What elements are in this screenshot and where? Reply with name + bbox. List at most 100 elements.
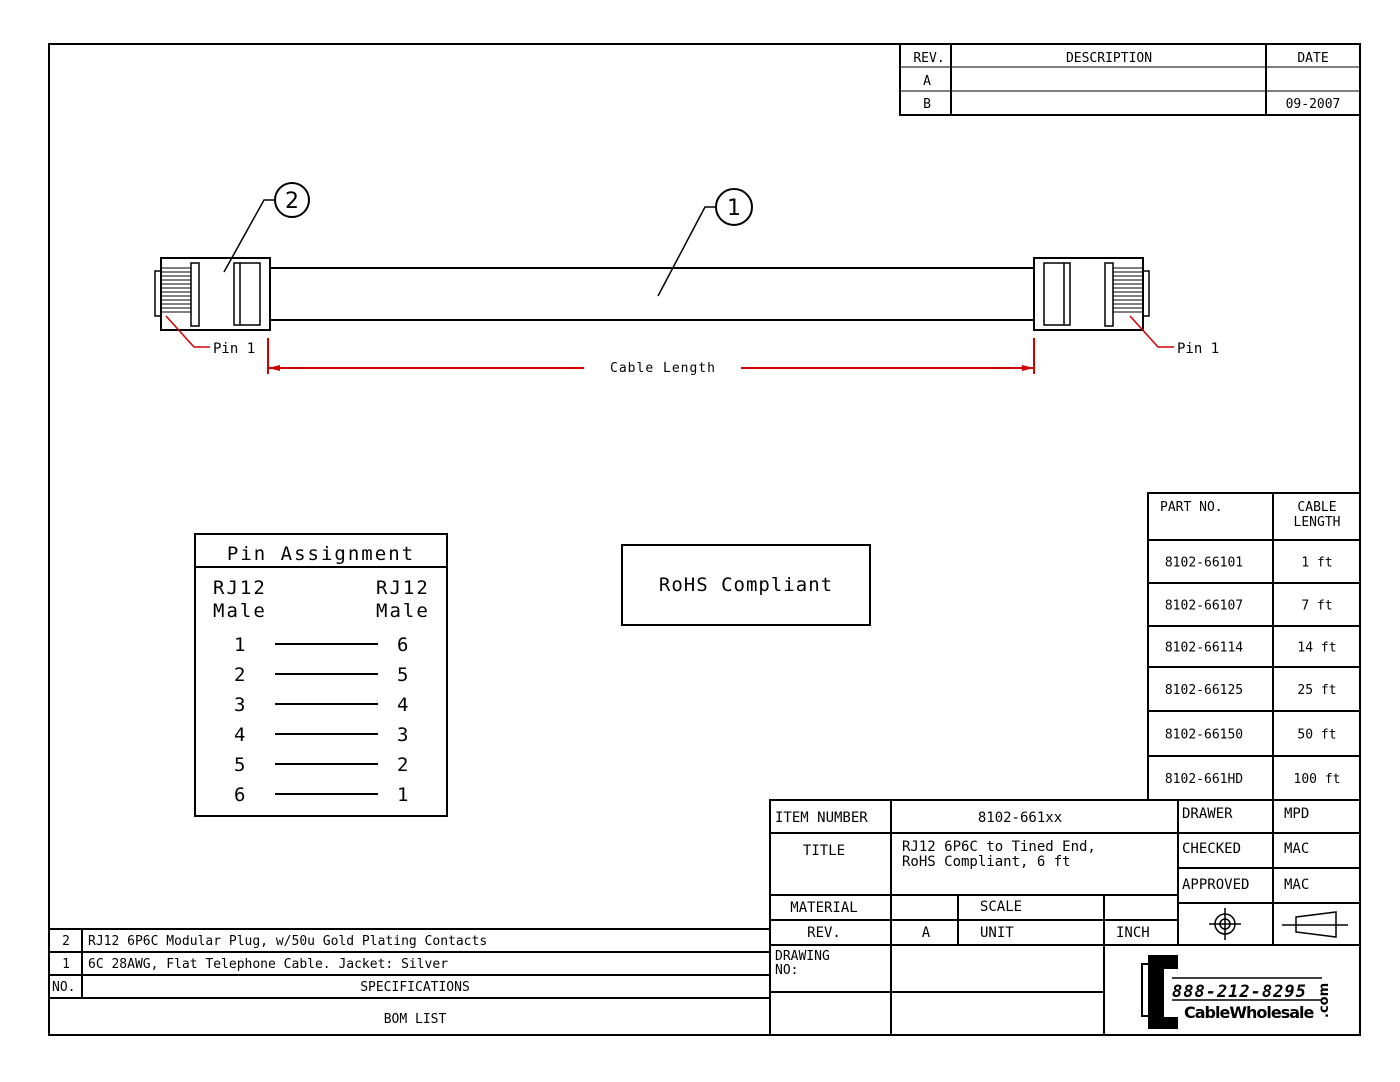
part-number: 8102-66150 (1165, 728, 1243, 743)
rev-b: B (923, 97, 931, 112)
rev-value: A (922, 925, 931, 941)
item-number-value: 8102-661xx (978, 810, 1062, 826)
logo-phone: 888-212-8295 (1172, 982, 1307, 1002)
right-pin-number: 5 (397, 664, 410, 686)
rohs-label: RoHS Compliant (659, 574, 833, 596)
bom-row-1-spec: 6C 28AWG, Flat Telephone Cable. Jacket: … (88, 957, 448, 972)
part-number: 8102-66125 (1165, 683, 1243, 698)
length-header: LENGTH (1294, 515, 1341, 530)
approved-label: APPROVED (1182, 877, 1249, 893)
left-pin-number: 6 (234, 784, 247, 806)
drawing-no-label-2: NO: (775, 963, 798, 978)
title-label: TITLE (803, 843, 845, 859)
left-header-1: RJ12 (213, 577, 267, 599)
title-line-1: RJ12 6P6C to Tined End, (902, 839, 1096, 855)
parts-table-row: 8102-66125 25 ft (1165, 683, 1337, 698)
pin1-right-label: Pin 1 (1177, 341, 1219, 357)
drawing-no-label-1: DRAWING (775, 949, 830, 964)
projection-target-icon (1209, 908, 1241, 940)
rev-header: REV. (913, 51, 944, 66)
balloon-1 (715, 188, 753, 226)
balloon-2-label: 2 (285, 189, 299, 214)
right-pin-number: 1 (397, 784, 410, 806)
part-no-header: PART NO. (1160, 500, 1223, 515)
right-pin-number: 3 (397, 724, 410, 746)
right-pin-number: 4 (397, 694, 410, 716)
left-pin-number: 1 (234, 634, 247, 656)
cable-length: 25 ft (1297, 683, 1336, 698)
right-header-2: Male (376, 600, 430, 622)
part-number: 8102-66101 (1165, 556, 1243, 571)
part-number: 8102-661HD (1165, 772, 1243, 787)
scale-label: SCALE (980, 899, 1022, 915)
right-plug (1033, 257, 1150, 331)
parts-table-row: 8102-66150 50 ft (1165, 728, 1337, 743)
rev-b-date: 09-2007 (1286, 97, 1341, 112)
cable-drawing: 2 1 Pin 1 Pin 1 Cable Length (154, 182, 1219, 376)
left-header-2: Male (213, 600, 267, 622)
left-pin-number: 2 (234, 664, 247, 686)
right-pin-number: 6 (397, 634, 410, 656)
left-plug (154, 257, 271, 331)
checked-label: CHECKED (1182, 841, 1241, 857)
drawer-label: DRAWER (1182, 806, 1233, 822)
projection-cone-icon (1282, 911, 1348, 938)
cable-length-label: Cable Length (610, 361, 716, 376)
parts-table-row: 8102-66114 14 ft (1165, 641, 1337, 656)
bom-spec-header: SPECIFICATIONS (360, 980, 470, 995)
left-pin-number: 4 (234, 724, 247, 746)
left-pin-number: 5 (234, 754, 247, 776)
cable-length-dimension: Cable Length (267, 338, 1035, 376)
logo-name: CableWholesale (1184, 1003, 1315, 1022)
bom-row-2-no: 2 (62, 934, 70, 949)
pin-assignment-title: Pin Assignment (227, 543, 415, 565)
unit-value: INCH (1116, 925, 1150, 941)
approved-value: MAC (1284, 877, 1309, 893)
balloon-1-label: 1 (727, 196, 741, 221)
cable-length: 1 ft (1301, 556, 1332, 571)
cable-length: 14 ft (1297, 641, 1336, 656)
cable-length: 100 ft (1294, 772, 1341, 787)
unit-label: UNIT (980, 925, 1014, 941)
description-header: DESCRIPTION (1066, 51, 1152, 66)
title-line-2: RoHS Compliant, 6 ft (902, 854, 1071, 870)
pin1-left-label: Pin 1 (213, 341, 255, 357)
logo-suffix: .com (1317, 983, 1332, 1018)
rev-label: REV. (807, 925, 841, 941)
part-number: 8102-66114 (1165, 641, 1243, 656)
revision-table: REV. DESCRIPTION DATE A B 09-2007 (899, 43, 1361, 116)
left-pin-number: 3 (234, 694, 247, 716)
rev-a: A (923, 74, 931, 89)
cablewholesale-logo: 888-212-8295 CableWholesale .com (1141, 955, 1332, 1029)
right-pin-number: 2 (397, 754, 410, 776)
cable-length: 7 ft (1301, 599, 1332, 614)
bom-no-header: NO. (52, 980, 75, 995)
parts-table-row: 8102-661HD 100 ft (1165, 772, 1341, 787)
rohs-box (621, 544, 871, 626)
parts-table-row: 8102-66101 1 ft (1165, 556, 1333, 571)
bom-row-1-no: 1 (62, 957, 70, 972)
parts-table-row: 8102-66107 7 ft (1165, 599, 1333, 614)
cable-header: CABLE (1297, 500, 1336, 515)
bom-row-2-spec: RJ12 6P6C Modular Plug, w/50u Gold Plati… (88, 934, 487, 949)
drawer-value: MPD (1284, 806, 1309, 822)
checked-value: MAC (1284, 841, 1309, 857)
cable-length: 50 ft (1297, 728, 1336, 743)
bom-list: 2 RJ12 6P6C Modular Plug, w/50u Gold Pla… (49, 928, 770, 1027)
bom-title: BOM LIST (384, 1012, 447, 1027)
right-header-1: RJ12 (376, 577, 430, 599)
title-block: ITEM NUMBER 8102-661xx TITLE RJ12 6P6C t… (769, 799, 1361, 1036)
balloon-2 (274, 182, 310, 218)
date-header: DATE (1297, 51, 1328, 66)
part-number: 8102-66107 (1165, 599, 1243, 614)
material-label: MATERIAL (790, 900, 857, 916)
